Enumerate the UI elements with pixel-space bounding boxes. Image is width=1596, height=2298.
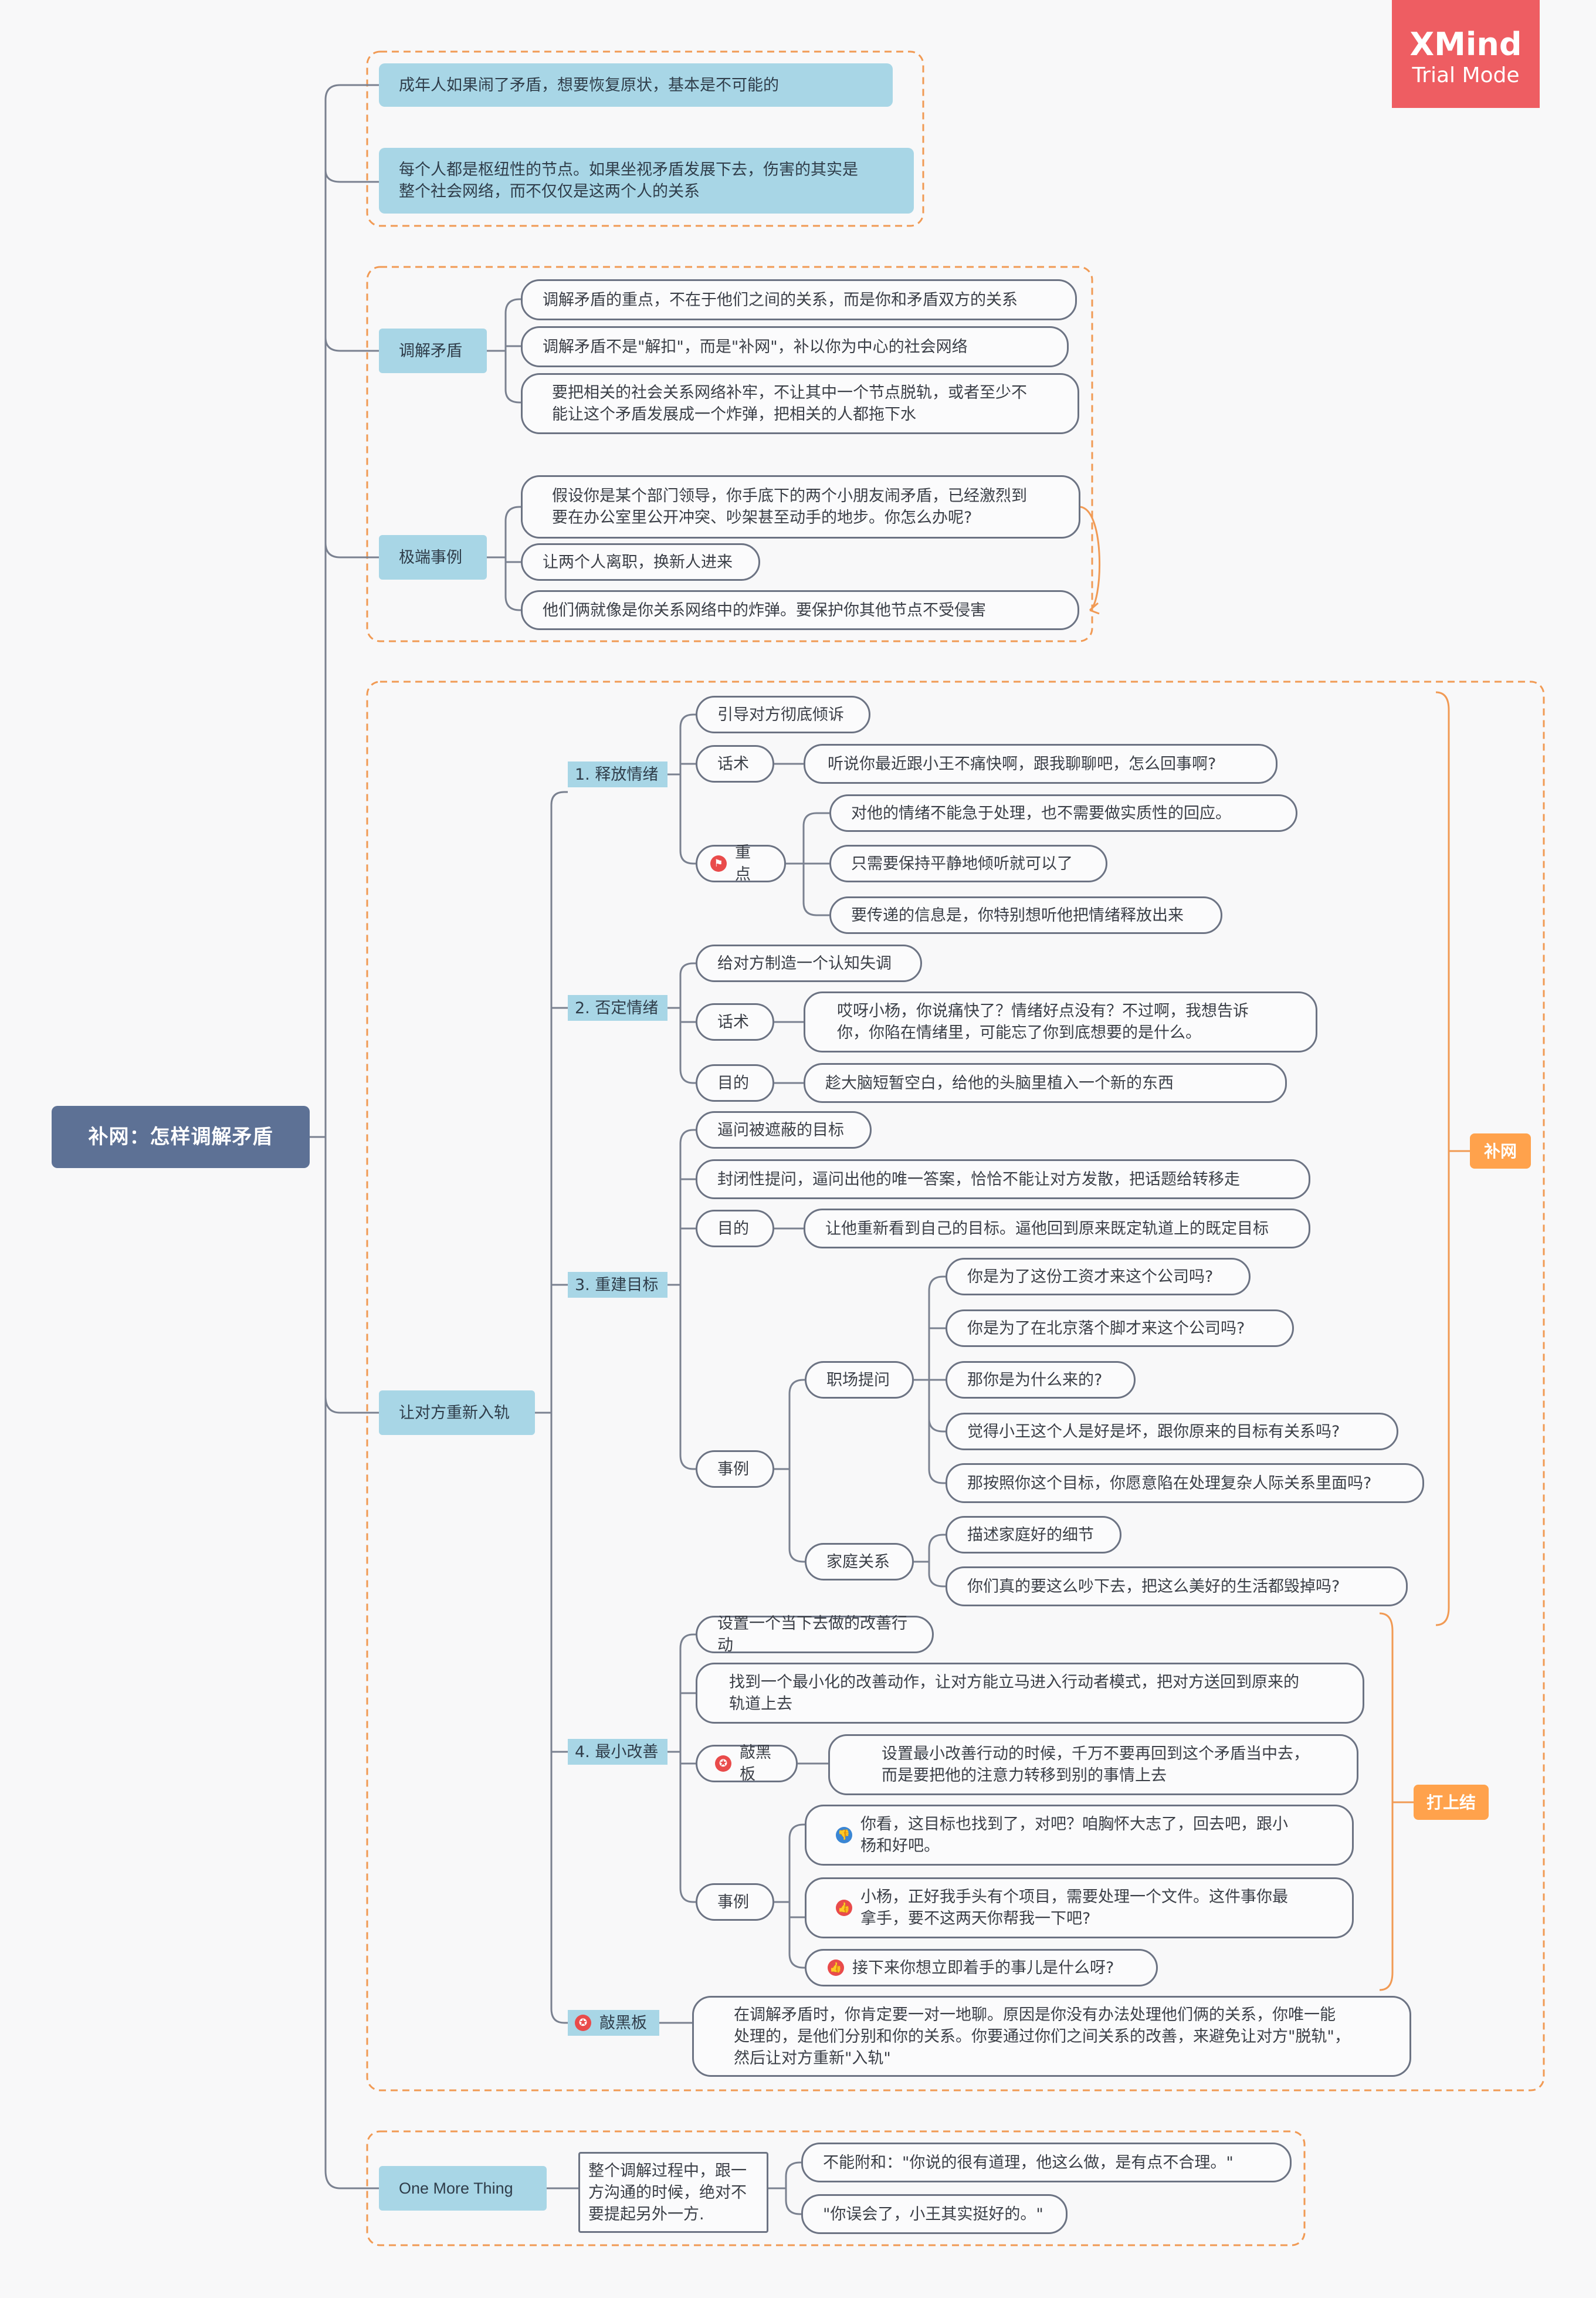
step4-tip-text: 敲黑板 <box>740 1744 771 1783</box>
step1-key-3[interactable]: 要传递的信息是，你特别想听他把情绪释放出来 <box>829 896 1222 934</box>
step3-example-label[interactable]: 事例 <box>696 1450 774 1488</box>
topic-extreme-case[interactable]: 极端事例 <box>379 535 487 580</box>
watermark-brand: XMind <box>1409 26 1522 63</box>
step2-goal-label[interactable]: 目的 <box>696 1064 774 1102</box>
step2-label[interactable]: 2. 否定情绪 <box>568 995 667 1021</box>
star-badge-icon: ✪ <box>715 1755 731 1772</box>
watermark-mode: Trial Mode <box>1412 63 1520 87</box>
final-tip[interactable]: 在调解矛盾时，你肯定要一对一地聊。原因是你没有办法处理他们俩的关系，你唯一能 处… <box>692 1996 1411 2077</box>
thumbs-down-icon: 👎 <box>836 1827 852 1843</box>
step4-tip-label[interactable]: ✪ 敲黑板 <box>696 1744 798 1783</box>
step1-label[interactable]: 1. 释放情绪 <box>568 762 667 787</box>
group-frame-3 <box>366 681 1545 2091</box>
extreme-item-1[interactable]: 假设你是某个部门领导，你手底下的两个小朋友闹矛盾，已经激烈到 要在办公室里公开冲… <box>521 475 1080 539</box>
step4-example-1[interactable]: 👎 你看，这目标也找到了，对吧？咱胸怀大志了，回去吧，跟小 杨和好吧。 <box>805 1805 1354 1866</box>
one-more-item-2[interactable]: "你误会了，小王其实挺好的。" <box>801 2194 1068 2234</box>
step3-work-label[interactable]: 职场提问 <box>805 1361 914 1399</box>
mediate-item-2[interactable]: 调解矛盾不是"解扣"，而是"补网"，补以你为中心的社会网络 <box>521 326 1069 367</box>
family-item-2[interactable]: 你们真的要这么吵下去，把这么美好的生活都毁掉吗? <box>946 1566 1408 1606</box>
work-question-4[interactable]: 觉得小王这个人是好是坏，跟你原来的目标有关系吗? <box>946 1413 1398 1450</box>
step4-example-3[interactable]: 👍 接下来你想立即着手的事儿是什么呀? <box>805 1949 1158 1986</box>
step3-goal-label[interactable]: 目的 <box>696 1210 774 1247</box>
extreme-item-2[interactable]: 让两个人离职，换新人进来 <box>521 543 760 581</box>
step4-example-2-text: 小杨，正好我手头有个项目，需要处理一个文件。这件事你最 拿手，要不这两天你帮我一… <box>860 1888 1288 1928</box>
step1-key-text: 重点 <box>735 844 751 884</box>
step3-label[interactable]: 3. 重建目标 <box>568 1272 667 1298</box>
group-frame-4 <box>366 2130 1306 2246</box>
work-question-5[interactable]: 那按照你这个目标，你愿意陷在处理复杂人际关系里面吗? <box>946 1463 1424 1503</box>
step4-example-1-text: 你看，这目标也找到了，对吧？咱胸怀大志了，回去吧，跟小 杨和好吧。 <box>860 1815 1288 1855</box>
final-tip-label[interactable]: ✪ 敲黑板 <box>568 2010 659 2036</box>
summary-patch-net[interactable]: 补网 <box>1470 1133 1531 1169</box>
step1-script-label[interactable]: 话术 <box>696 745 774 783</box>
step3-goal[interactable]: 让他重新看到自己的目标。逼他回到原来既定轨道上的既定目标 <box>804 1209 1310 1248</box>
step4-example-label[interactable]: 事例 <box>696 1883 774 1921</box>
one-more-thing-note[interactable]: 整个调解过程中，跟一 方沟通的时候，绝对不 要提起另外一方. <box>578 2152 768 2233</box>
group-frame-1 <box>366 50 924 227</box>
step2-script[interactable]: 哎呀小杨，你说痛快了？情绪好点没有？不过啊，我想告诉 你，你陷在情绪里，可能忘了… <box>804 991 1317 1052</box>
step4-minimal-action[interactable]: 找到一个最小化的改善动作，让对方能立马进入行动者模式，把对方送回到原来的 轨道上… <box>696 1663 1364 1724</box>
topic-back-on-track[interactable]: 让对方重新入轨 <box>379 1390 535 1435</box>
step1-key-label[interactable]: ⚑ 重点 <box>696 844 786 884</box>
mediate-item-3[interactable]: 要把相关的社会关系网络补牢，不让其中一个节点脱轨，或者至少不 能让这个矛盾发展成… <box>521 373 1079 434</box>
topic-mediate[interactable]: 调解矛盾 <box>379 329 487 373</box>
step1-key-2[interactable]: 只需要保持平静地倾听就可以了 <box>829 845 1107 882</box>
topic-one-more-thing[interactable]: One More Thing <box>379 2166 547 2211</box>
work-question-3[interactable]: 那你是为什么来的? <box>946 1361 1136 1399</box>
step1-key-1[interactable]: 对他的情绪不能急于处理，也不需要做实质性的回应。 <box>829 794 1297 832</box>
mediate-item-1[interactable]: 调解矛盾的重点，不在于他们之间的关系，而是你和矛盾双方的关系 <box>521 279 1077 320</box>
step3-family-label[interactable]: 家庭关系 <box>805 1543 914 1580</box>
one-more-item-1[interactable]: 不能附和："你说的很有道理，他这么做，是有点不合理。" <box>801 2143 1292 2182</box>
step3-ask[interactable]: 逼问被遮蔽的目标 <box>696 1111 872 1149</box>
step2-dissonance[interactable]: 给对方制造一个认知失调 <box>696 945 922 982</box>
final-tip-text: 敲黑板 <box>599 2013 647 2032</box>
step4-label[interactable]: 4. 最小改善 <box>568 1739 667 1765</box>
flag-icon: ⚑ <box>710 855 727 872</box>
star-badge-icon: ✪ <box>575 2015 591 2031</box>
step1-script[interactable]: 听说你最近跟小王不痛快啊，跟我聊聊吧，怎么回事啊? <box>804 744 1278 784</box>
group1-item-1[interactable]: 成年人如果闹了矛盾，想要恢复原状，基本是不可能的 <box>379 63 893 107</box>
step4-action[interactable]: 设置一个当下去做的改善行动 <box>696 1615 934 1654</box>
work-question-1[interactable]: 你是为了这份工资才来这个公司吗? <box>946 1258 1251 1295</box>
step2-script-label[interactable]: 话术 <box>696 1003 774 1041</box>
thumbs-up-icon: 👍 <box>836 1900 852 1916</box>
step4-example-3-text: 接下来你想立即着手的事儿是什么呀? <box>852 1958 1114 1977</box>
step1-guide[interactable]: 引导对方彻底倾诉 <box>696 696 870 733</box>
step4-example-2[interactable]: 👍 小杨，正好我手头有个项目，需要处理一个文件。这件事你最 拿手，要不这两天你帮… <box>805 1877 1354 1938</box>
group-frame-2 <box>366 266 1093 642</box>
xmind-watermark: XMind Trial Mode <box>1392 0 1540 108</box>
family-item-1[interactable]: 描述家庭好的细节 <box>946 1516 1121 1554</box>
root-topic[interactable]: 补网：怎样调解矛盾 <box>52 1106 310 1168</box>
step3-closed-question[interactable]: 封闭性提问，逼问出他的唯一答案，恰恰不能让对方发散，把话题给转移走 <box>696 1159 1310 1199</box>
extreme-item-3[interactable]: 他们俩就像是你关系网络中的炸弹。要保护你其他节点不受侵害 <box>521 590 1079 630</box>
thumbs-up-icon: 👍 <box>828 1959 844 1976</box>
summary-tie-knot[interactable]: 打上结 <box>1414 1785 1489 1820</box>
group1-item-2[interactable]: 每个人都是枢纽性的节点。如果坐视矛盾发展下去，伤害的其实是 整个社会网络，而不仅… <box>379 148 914 214</box>
work-question-2[interactable]: 你是为了在北京落个脚才来这个公司吗? <box>946 1309 1294 1347</box>
step2-goal[interactable]: 趁大脑短暂空白，给他的头脑里植入一个新的东西 <box>804 1063 1287 1103</box>
step4-tip[interactable]: 设置最小改善行动的时候，千万不要再回到这个矛盾当中去， 而是要把他的注意力转移到… <box>828 1734 1358 1795</box>
